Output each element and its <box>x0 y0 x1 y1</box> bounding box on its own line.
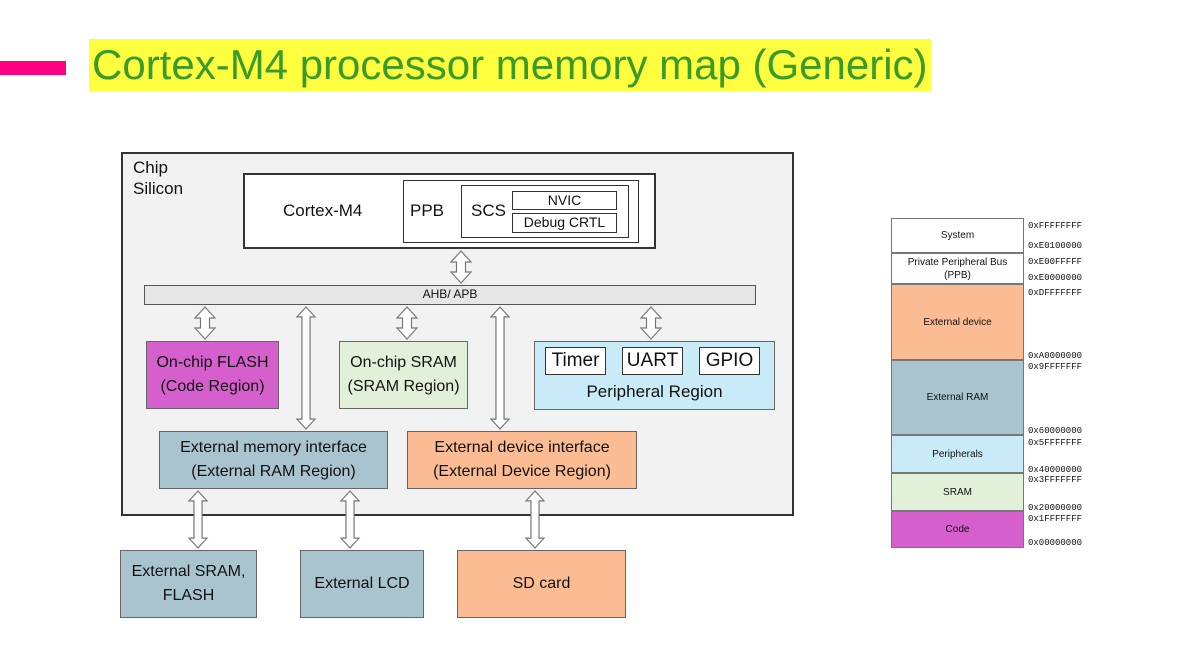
map-external-device: External device <box>891 284 1024 360</box>
ext-dev-line2: (External Device Region) <box>433 463 611 480</box>
map-ext-ram-label: External RAM <box>926 392 989 403</box>
chip-label-line1: Chip <box>133 158 168 177</box>
ahb-apb-bus: AHB/ APB <box>144 285 756 305</box>
sd-card-block: SD card <box>457 550 626 618</box>
addr-00000000: 0x00000000 <box>1028 538 1083 548</box>
ext-sram-line2: FLASH <box>162 587 215 604</box>
addr-dfffffff: 0xDFFFFFFF <box>1028 288 1083 298</box>
gpio-block: GPIO <box>699 347 760 375</box>
arrow-ext-dev-sd <box>524 490 546 549</box>
map-peripherals: Peripherals <box>891 435 1024 473</box>
external-device-interface-block: External device interface (External Devi… <box>407 431 637 489</box>
map-ppb-label-2: (PPB) <box>944 269 971 281</box>
arrow-bus-peripheral <box>639 306 663 340</box>
map-code-label: Code <box>945 524 970 535</box>
map-code: Code <box>891 511 1024 548</box>
external-lcd-block: External LCD <box>300 550 424 618</box>
map-system-label: System <box>940 230 975 241</box>
arrow-ext-mem-sram <box>187 490 209 549</box>
ext-lcd-label: External LCD <box>314 575 410 592</box>
arrow-bus-ext-dev <box>489 306 511 430</box>
ppb-label: PPB <box>410 201 445 220</box>
addr-e0100000: 0xE0100000 <box>1028 241 1083 251</box>
nvic-block: NVIC <box>512 191 617 210</box>
addr-9fffffff: 0x9FFFFFFF <box>1028 362 1083 372</box>
addr-5fffffff: 0x5FFFFFFF <box>1028 438 1083 448</box>
sram-line1: On-chip SRAM <box>350 354 457 371</box>
debug-ctrl-block: Debug CRTL <box>512 213 617 233</box>
addr-a0000000: 0xA0000000 <box>1028 351 1083 361</box>
chip-label-line2: Silicon <box>133 179 184 198</box>
arrow-ext-mem-lcd <box>339 490 361 549</box>
addr-20000000: 0x20000000 <box>1028 503 1083 513</box>
addr-60000000: 0x60000000 <box>1028 426 1083 436</box>
addr-ffffffff: 0xFFFFFFFF <box>1028 221 1083 231</box>
map-sram: SRAM <box>891 473 1024 511</box>
ext-mem-line2: (External RAM Region) <box>191 463 356 480</box>
map-ppb-label-1: Private Peripheral Bus <box>907 256 1008 268</box>
accent-bar <box>0 61 66 75</box>
flash-line2: (Code Region) <box>160 378 265 395</box>
uart-block: UART <box>622 347 683 375</box>
on-chip-flash-block: On-chip FLASH (Code Region) <box>146 341 279 409</box>
map-ext-device-label: External device <box>923 316 992 328</box>
arrow-bus-sram <box>395 306 419 340</box>
map-peripherals-label: Peripherals <box>932 448 983 460</box>
chip-silicon-label: Chip Silicon <box>133 157 183 199</box>
sram-line2: (SRAM Region) <box>347 378 460 395</box>
ext-mem-line1: External memory interface <box>180 439 367 456</box>
arrow-bus-ext-mem <box>295 306 317 430</box>
scs-label: SCS <box>471 201 506 220</box>
page-title: Cortex-M4 processor memory map (Generic) <box>89 39 931 91</box>
map-external-ram: External RAM <box>891 360 1024 435</box>
addr-e0000000: 0xE0000000 <box>1028 273 1083 283</box>
on-chip-sram-block: On-chip SRAM (SRAM Region) <box>339 341 468 409</box>
sd-card-label: SD card <box>512 575 571 592</box>
arrow-core-bus <box>449 250 473 284</box>
timer-block: Timer <box>545 347 606 375</box>
addr-e00fffff: 0xE00FFFFF <box>1028 257 1083 267</box>
map-system: System <box>891 218 1024 253</box>
arrow-bus-flash <box>193 306 217 340</box>
ext-dev-line1: External device interface <box>434 439 610 456</box>
map-ppb: Private Peripheral Bus (PPB) <box>891 253 1024 284</box>
ext-sram-line1: External SRAM, <box>131 563 246 580</box>
addr-40000000: 0x40000000 <box>1028 465 1083 475</box>
map-sram-label: SRAM <box>943 486 972 498</box>
external-memory-interface-block: External memory interface (External RAM … <box>159 431 388 489</box>
external-sram-flash-block: External SRAM, FLASH <box>120 550 257 618</box>
addr-1fffffff: 0x1FFFFFFF <box>1028 514 1083 524</box>
flash-line1: On-chip FLASH <box>156 354 269 371</box>
addr-3fffffff: 0x3FFFFFFF <box>1028 475 1083 485</box>
peripheral-region-label: Peripheral Region <box>586 382 723 401</box>
cortex-m4-label: Cortex-M4 <box>283 201 363 220</box>
